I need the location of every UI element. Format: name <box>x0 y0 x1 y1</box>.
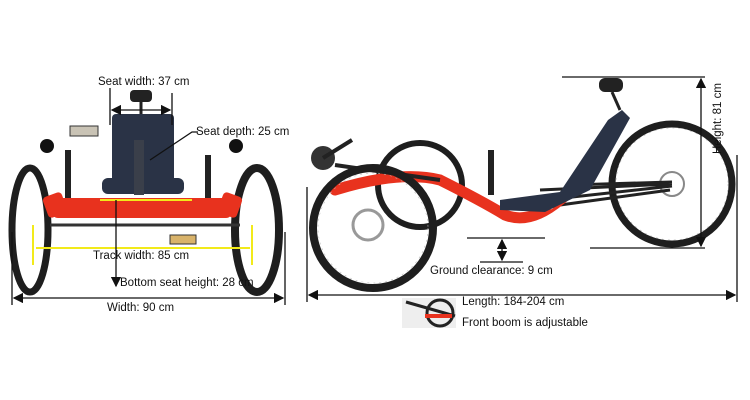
ground-clearance-label: Ground clearance: 9 cm <box>430 265 553 277</box>
side-seat <box>500 110 630 212</box>
side-annotations: Height: 81 cm Ground clearance: 9 cm Len… <box>306 76 738 329</box>
pedal <box>69 125 99 137</box>
boom <box>134 140 144 195</box>
length-label: Length: 184-204 cm <box>462 296 564 308</box>
side-headrest <box>599 78 623 92</box>
height-label: Height: 81 cm <box>712 83 724 154</box>
red-crossbar <box>52 198 232 218</box>
mirror-left <box>40 139 54 153</box>
seat-depth-label: Seat depth: 25 cm <box>196 126 289 138</box>
side-view-trike: 326 <box>309 78 736 292</box>
front-view-trike <box>8 90 283 296</box>
mirror-right <box>229 139 243 153</box>
front-boom-inset-image <box>402 298 456 328</box>
disc-brake <box>351 208 385 242</box>
pedal <box>169 234 197 245</box>
rear-stays <box>539 180 673 207</box>
boom-adjustable-note: Front boom is adjustable <box>462 317 588 329</box>
near-front-wheel <box>309 164 437 292</box>
bottom-seat-height-label: Bottom seat height: 28 cm <box>120 277 254 289</box>
front-right-wheel <box>231 164 283 296</box>
headrest <box>130 90 152 102</box>
seat-width-label: Seat width: 37 cm <box>98 76 189 88</box>
front-left-wheel <box>8 164 52 296</box>
track-width-label: Track width: 85 cm <box>93 250 189 262</box>
red-frame <box>329 169 596 224</box>
width-label: Width: 90 cm <box>107 302 174 314</box>
front-annotations: Seat width: 37 cm Seat depth: 25 cm Trac… <box>11 76 289 314</box>
